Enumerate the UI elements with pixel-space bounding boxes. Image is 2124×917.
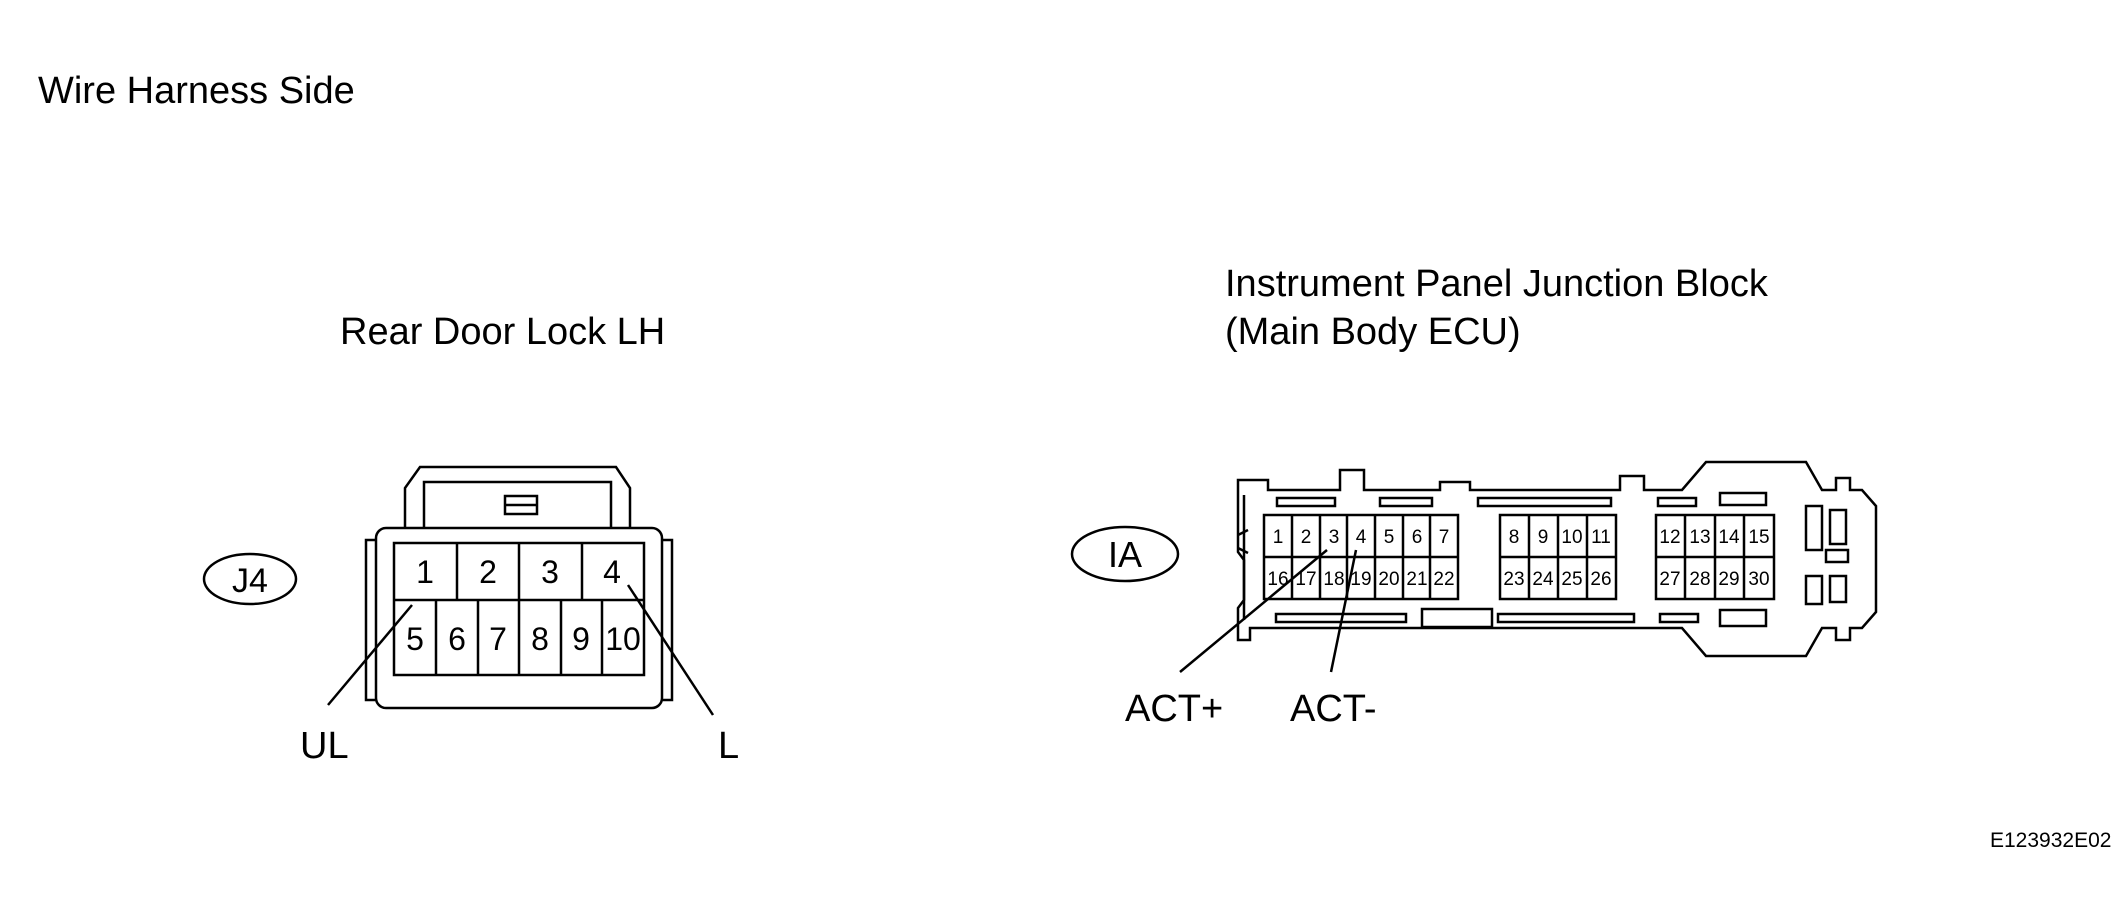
- pin-7: 7: [1439, 527, 1450, 548]
- pin-30: 30: [1748, 569, 1769, 590]
- pin-13: 13: [1689, 527, 1710, 548]
- pin-4: 4: [1356, 527, 1367, 548]
- pin-5: 5: [1384, 527, 1395, 548]
- pin-6: 6: [448, 621, 466, 657]
- rear-door-lock-connector: [202, 465, 715, 716]
- pin-3: 3: [541, 554, 559, 590]
- pin-12: 12: [1659, 527, 1680, 548]
- pin-8: 8: [1509, 527, 1520, 548]
- pin-4: 4: [603, 554, 621, 590]
- junction-block-connector: [1070, 460, 1878, 673]
- pin-27: 27: [1659, 569, 1680, 590]
- pin-label-act-plus: ACT+: [1125, 688, 1224, 730]
- pin-18: 18: [1323, 569, 1344, 590]
- pin-6: 6: [1412, 527, 1423, 548]
- connector-code-j4-ellipse: [202, 552, 298, 606]
- pin-1: 1: [416, 554, 434, 590]
- junction-block-title: Instrument Panel Junction Block: [1225, 263, 1768, 305]
- pin-8: 8: [531, 621, 549, 657]
- pin-17: 17: [1295, 569, 1316, 590]
- rear-door-lock-title: Rear Door Lock LH: [340, 311, 666, 353]
- reference-code: E123932E02: [1990, 829, 2112, 852]
- pin-14: 14: [1718, 527, 1740, 548]
- pin-2: 2: [479, 554, 497, 590]
- pin-19: 19: [1350, 569, 1371, 590]
- page-title: Wire Harness Side: [38, 70, 355, 112]
- pin-1: 1: [1273, 527, 1284, 548]
- pin-5: 5: [406, 621, 424, 657]
- pin-21: 21: [1406, 569, 1427, 590]
- pin-29: 29: [1718, 569, 1739, 590]
- pin-26: 26: [1590, 569, 1611, 590]
- pin-9: 9: [572, 621, 590, 657]
- pin-2: 2: [1301, 527, 1312, 548]
- pin-24: 24: [1532, 569, 1554, 590]
- pin-10: 10: [1561, 527, 1582, 548]
- pin-10: 10: [605, 621, 641, 657]
- pin-label-act-minus: ACT-: [1290, 688, 1377, 730]
- pin-22: 22: [1433, 569, 1454, 590]
- connector-code-ia: IA: [1108, 534, 1142, 575]
- connector-code-j4: J4: [232, 562, 268, 600]
- pin-20: 20: [1378, 569, 1399, 590]
- pin-9: 9: [1538, 527, 1549, 548]
- pin-label-l: L: [718, 725, 740, 767]
- pin-23: 23: [1503, 569, 1524, 590]
- connector-code-ia-ellipse: [1070, 525, 1180, 583]
- pin-11: 11: [1591, 527, 1611, 548]
- pin-15: 15: [1748, 527, 1769, 548]
- pin-28: 28: [1689, 569, 1710, 590]
- pin-16: 16: [1267, 569, 1288, 590]
- pin-3: 3: [1329, 527, 1340, 548]
- pin-25: 25: [1561, 569, 1582, 590]
- pin-label-ul: UL: [300, 725, 349, 767]
- junction-block-subtitle: (Main Body ECU): [1225, 311, 1521, 353]
- pin-7: 7: [489, 621, 507, 657]
